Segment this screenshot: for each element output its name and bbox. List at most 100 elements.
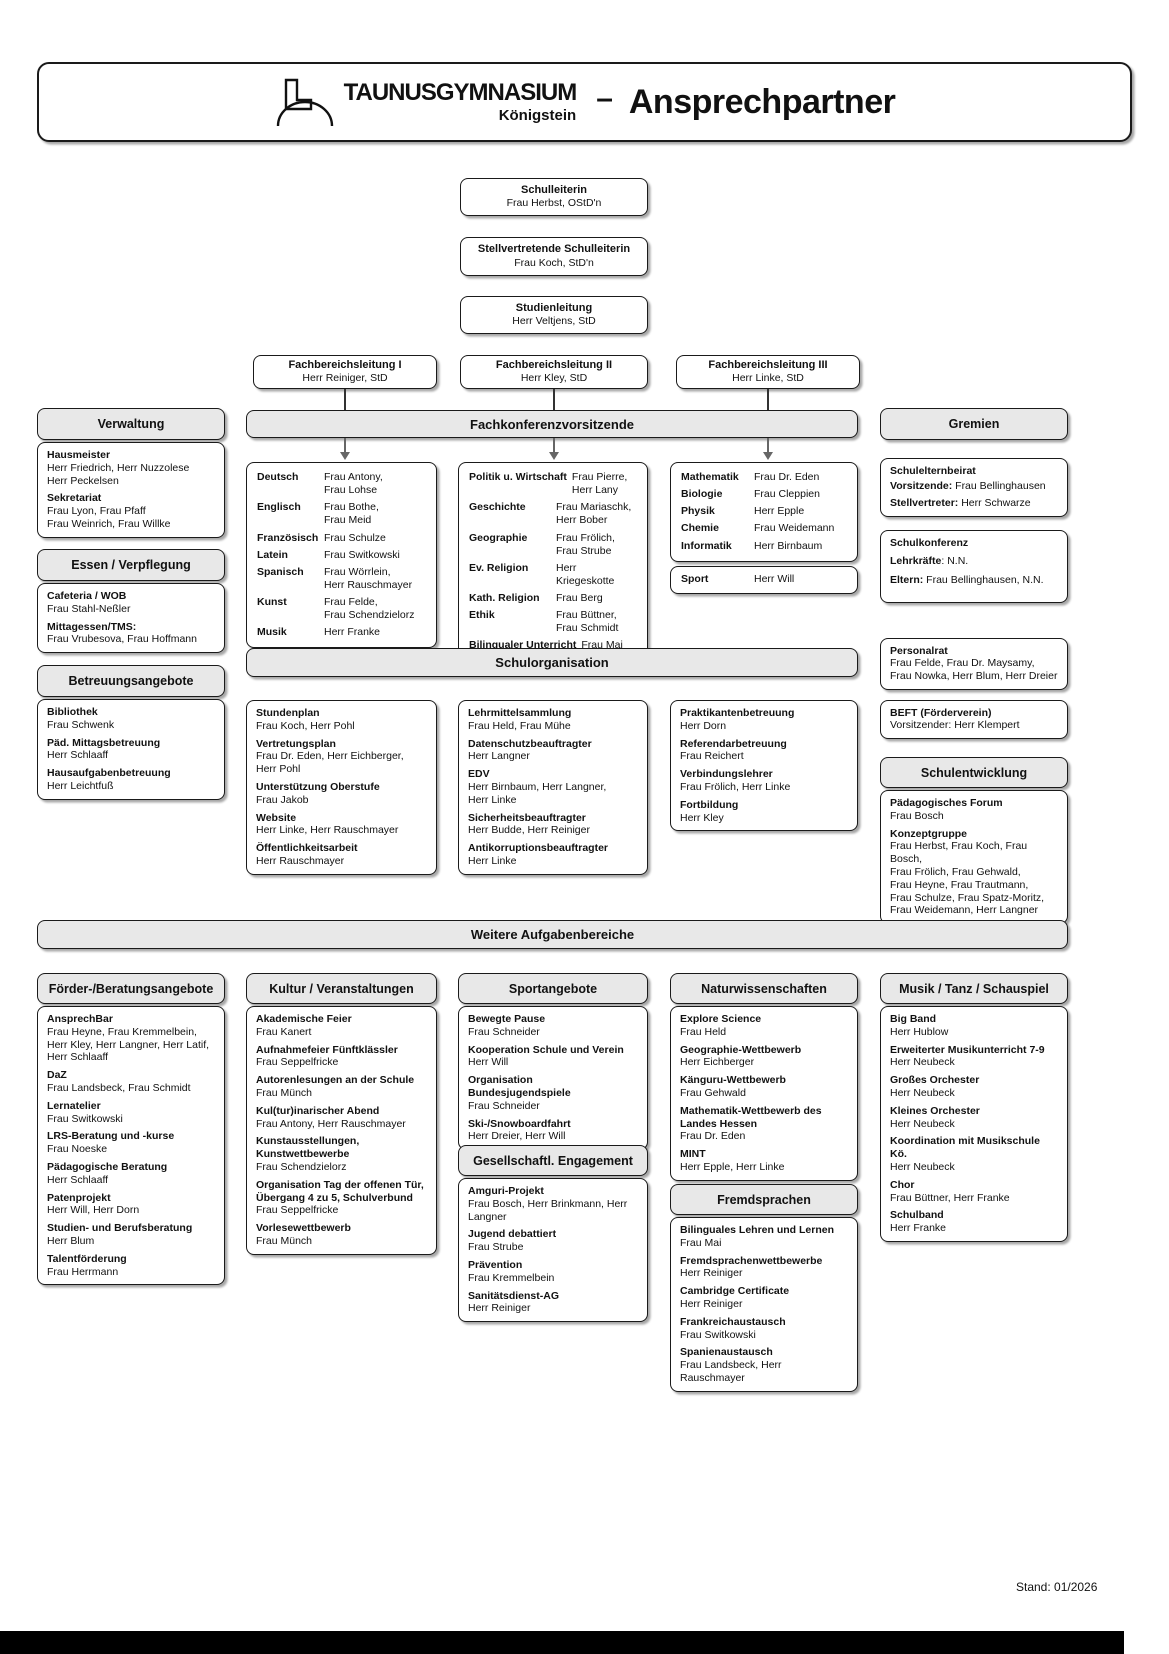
subject-row: Musik Herr Franke [257, 626, 426, 639]
schulorganisation-col2: Lehrmittelsammlung Frau Held, Frau Mühe … [458, 700, 648, 875]
subject-name: Chemie [681, 522, 719, 535]
entry-names: Frau Dr. Eden [680, 1130, 746, 1143]
subject-row: Chemie Frau Weidemann [681, 522, 847, 535]
contact-entry: Pädagogisches Forum Frau Bosch [890, 797, 1058, 823]
subject-persons: Frau Schulze [324, 531, 386, 544]
subject-persons: Frau Felde, Frau Schendzielorz [324, 596, 415, 622]
entry-names: Frau Landsbeck, Herr Rauschmayer [680, 1359, 782, 1384]
page-header: TAUNUSGYMNASIUM Königstein – Ansprechpar… [37, 62, 1132, 142]
contact-entry: Cafeteria / WOB Frau Stahl-Neßler [47, 590, 215, 616]
entry-label: Großes Orchester [890, 1074, 980, 1087]
entry-names: Herr Dorn [680, 719, 727, 732]
subject-persons: Frau Berg [556, 592, 603, 604]
personalrat-box: Personalrat Frau Felde, Frau Dr. Maysamy… [880, 638, 1068, 691]
section-header-kultur: Kultur / Veranstaltungen [246, 973, 437, 1004]
entry-names: Frau Seppelfricke [256, 1056, 339, 1069]
contact-entry: Känguru-Wettbewerb Frau Gehwald [680, 1074, 848, 1100]
box-fachbereichsleitung-3: Fachbereichsleitung III Herr Linke, StD [676, 355, 860, 389]
contact-entry: Frankreichaustausch Frau Switkowski [680, 1316, 848, 1342]
box-person: Frau Koch, StD'n [514, 256, 594, 269]
entry-label: Stundenplan [256, 707, 320, 719]
entry-label: Frankreichaustausch [680, 1315, 786, 1328]
entry-label: MINT [680, 1148, 706, 1161]
entry-label: Referendarbetreuung [680, 737, 787, 750]
entry-names: Frau Koch, Herr Pohl [256, 719, 355, 732]
entry-label: Sekretariat [47, 492, 102, 505]
contact-entry: Lehrmittelsammlung Frau Held, Frau Mühe [468, 707, 638, 733]
entry-label: Erweiterter Musikunterricht 7-9 [890, 1043, 1045, 1056]
entry-names: Herr Will, Herr Dorn [47, 1204, 140, 1217]
entry-label: Päd. Mittagsbetreuung [47, 736, 161, 749]
subject-row: Geschichte Frau Mariaschk, Herr Bober [469, 501, 637, 527]
gremien-lines: Lehrkräfte: N.N.Eltern: Frau Bellinghaus… [890, 555, 1058, 587]
entry-label: Organisation Bundesjugendspiele [468, 1074, 571, 1099]
entry-names: Frau Lyon, Frau Pfaff Frau Weinrich, Fra… [47, 505, 171, 530]
entry-label: Vertretungsplan [256, 737, 336, 750]
entry-names: Frau Noeske [47, 1143, 108, 1156]
entry-names: Herr Eichberger [680, 1056, 755, 1069]
contact-entry: Jugend debattiert Frau Strube [468, 1228, 638, 1254]
entry-names: Herr Dreier, Herr Will [468, 1130, 566, 1143]
entry-names: Frau Switkowski [47, 1112, 123, 1125]
entry-names: Herr Kley [680, 811, 724, 824]
contact-entry: Referendarbetreuung Frau Reichert [680, 738, 848, 764]
title-dash: – [596, 82, 613, 115]
box-title: Studienleitung [515, 301, 593, 314]
subject-row: Ethik Frau Büttner, Frau Schmidt [469, 609, 637, 635]
arrow-down-icon [763, 452, 773, 460]
contact-entry: Fremdsprachenwettbewerbe Herr Reiniger [680, 1255, 848, 1281]
entry-names: Herr Birnbaum, Herr Langner, Herr Linke [468, 780, 607, 806]
subject-persons: Frau Cleppien [754, 488, 820, 501]
school-logo-icon [276, 78, 333, 127]
subject-row: Biologie Frau Cleppien [681, 488, 847, 501]
entry-names: Herr Budde, Herr Reiniger [468, 824, 590, 837]
entry-names: Frau Schneider [468, 1025, 540, 1038]
entry-names: Herr Schlaaff [47, 749, 109, 762]
entry-label: Lernatelier [47, 1099, 101, 1112]
contact-entry: Pädagogische Beratung Herr Schlaaff [47, 1161, 215, 1187]
schulorganisation-col1: Stundenplan Frau Koch, Herr Pohl Vertret… [246, 700, 437, 875]
entry-names: Herr Linke [468, 854, 517, 867]
entry-label: Sicherheitsbeauftragter [468, 811, 586, 824]
subject-row: Kath. Religion Frau Berg [469, 592, 637, 605]
schulorganisation-col3: Praktikantenbetreuung Herr Dorn Referend… [670, 700, 858, 832]
subject-name: Kunst [257, 596, 287, 608]
contact-entry: Explore Science Frau Held [680, 1013, 848, 1039]
entry-label: Unterstützung Oberstufe [256, 780, 380, 793]
entry-names: Frau Held, Frau Mühe [468, 719, 571, 732]
subject-persons: Herr Birnbaum [754, 539, 823, 552]
entry-label: Öffentlichkeitsarbeit [256, 842, 358, 855]
line-label: Stellvertreter: [890, 497, 959, 510]
school-name: TAUNUSGYMNASIUM [343, 79, 578, 106]
entry-label: Schulband [890, 1209, 944, 1222]
subject-row: Mathematik Frau Dr. Eden [681, 471, 847, 484]
entry-names: Herr Reiniger [468, 1302, 531, 1315]
subject-name: Ev. Religion [469, 561, 529, 574]
entry-names: Herr Hublow [890, 1025, 949, 1038]
musik-body: Big Band Herr Hublow Erweiterter Musikun… [880, 1006, 1068, 1242]
fachkonferenz-col1: Deutsch Frau Antony, Frau Lohse Englisch… [246, 462, 437, 649]
subject-row: Spanisch Frau Wörrlein, Herr Rauschmayer [257, 566, 426, 592]
contact-entry: Öffentlichkeitsarbeit Herr Rauschmayer [256, 842, 427, 868]
contact-entry: Bilinguales Lehren und Lernen Frau Mai [680, 1224, 848, 1250]
box-title: BEFT (Förderverein) [890, 707, 992, 719]
contact-entry: MINT Herr Epple, Herr Linke [680, 1148, 848, 1174]
scan-edge-bar [0, 1631, 1124, 1654]
entry-names: Frau Bosch, Herr Brinkmann, Herr Langner [468, 1197, 628, 1223]
contact-entry: Erweiterter Musikunterricht 7-9 Herr Neu… [890, 1044, 1058, 1070]
connector-line [767, 389, 769, 410]
section-header-sportangebote: Sportangebote [458, 973, 648, 1004]
entry-names: Frau Antony, Herr Rauschmayer [256, 1117, 406, 1130]
subject-name: Deutsch [257, 471, 299, 483]
entry-names: Frau Kremmelbein [468, 1271, 555, 1284]
subject-persons: Herr Franke [324, 626, 381, 639]
contact-entry: AnsprechBar Frau Heyne, Frau Kremmelbein… [47, 1013, 215, 1064]
entry-label: Amguri-Projekt [468, 1185, 544, 1197]
entry-names: Frau Seppelfricke [256, 1204, 339, 1217]
contact-entry: Kleines Orchester Herr Neubeck [890, 1105, 1058, 1131]
contact-entry: Kul(tur)inarischer Abend Frau Antony, He… [256, 1105, 427, 1131]
subject-persons: Frau Antony, Frau Lohse [324, 471, 383, 497]
contact-entry: Stundenplan Frau Koch, Herr Pohl [256, 707, 427, 733]
contact-entry: Mittagessen/TMS: Frau Vrubesova, Frau Ho… [47, 621, 215, 647]
subject-persons: Frau Frölich, Frau Strube [556, 531, 615, 557]
